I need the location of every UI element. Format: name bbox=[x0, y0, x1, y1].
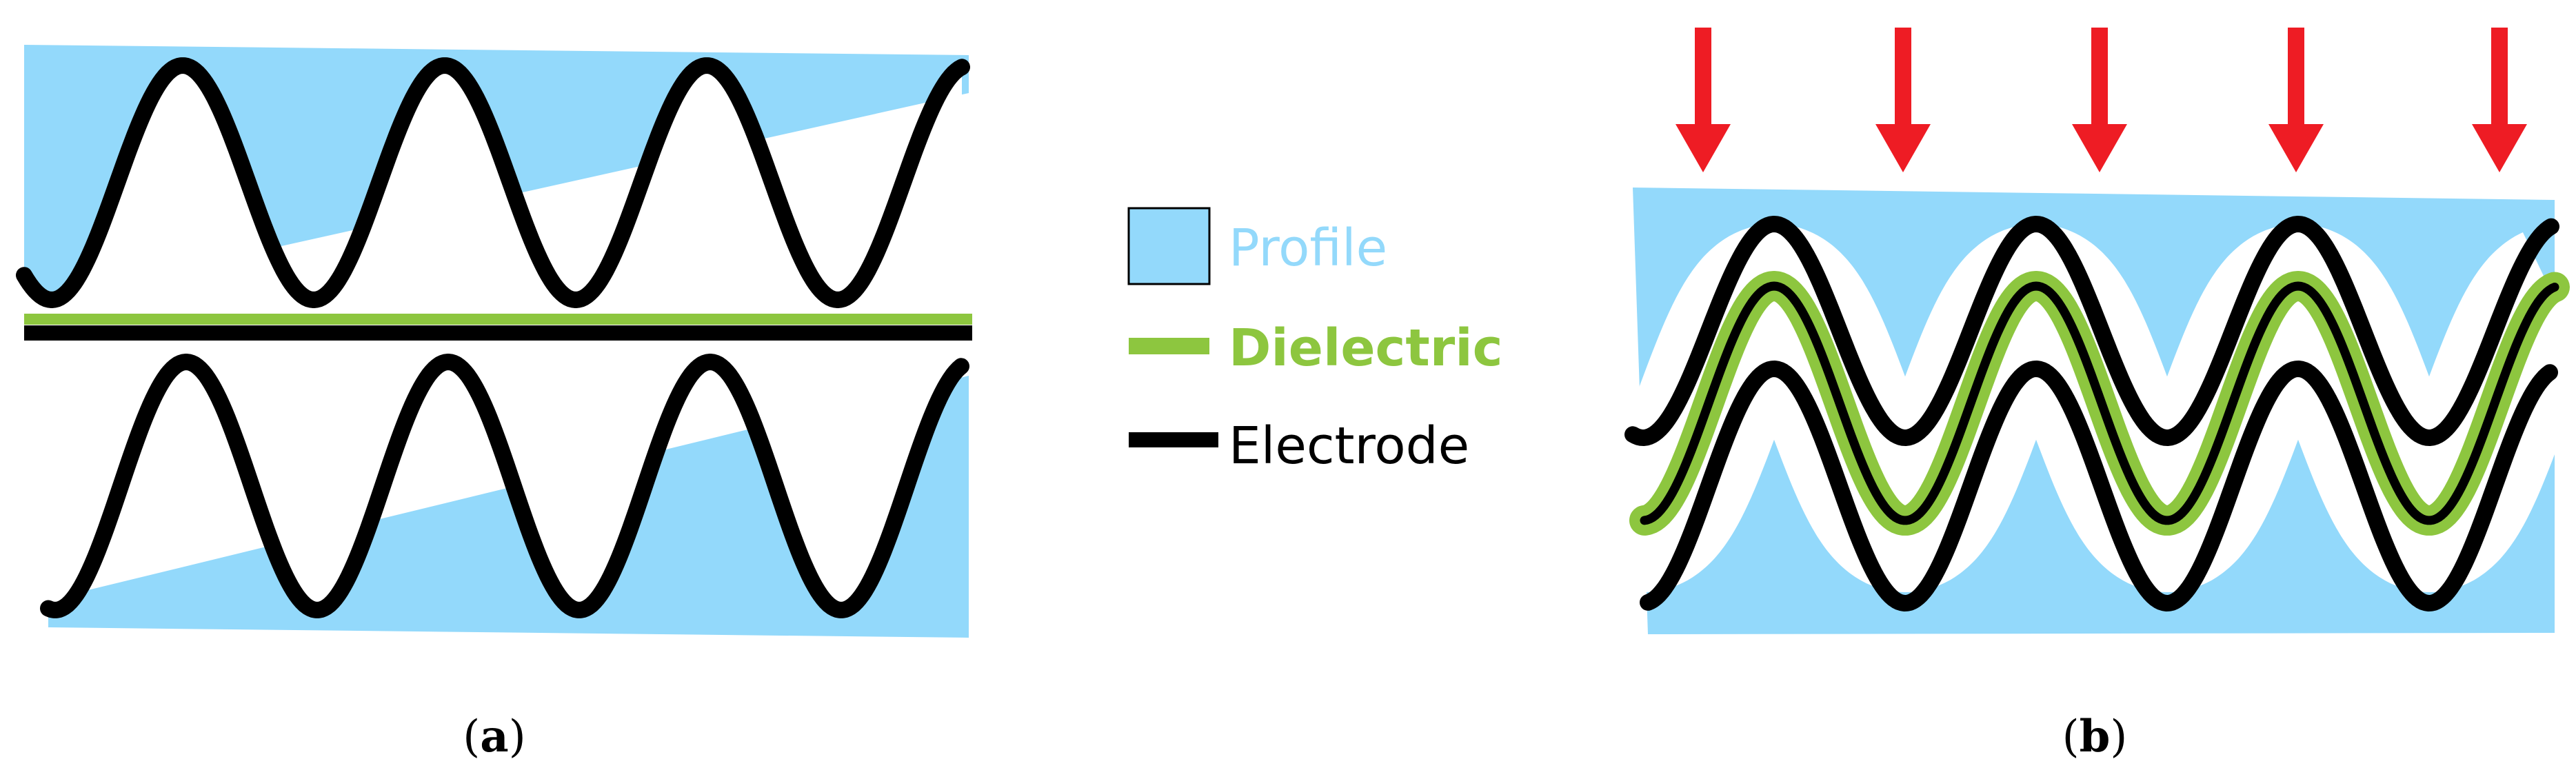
electrode-swatch-icon bbox=[1129, 432, 1218, 447]
panel-b-lower-electrode-wave bbox=[1640, 361, 2558, 611]
down-arrow-icon bbox=[2072, 28, 2127, 172]
dielectric-swatch-icon bbox=[1129, 338, 1209, 354]
panel-b: (b) bbox=[1563, 28, 2576, 762]
legend-item-profile: Profile bbox=[1127, 207, 1387, 285]
middle-electrode-layer bbox=[24, 325, 972, 341]
legend-label-profile: Profile bbox=[1229, 219, 1387, 278]
middle-dielectric-layer bbox=[24, 314, 972, 325]
panel-a: (a) bbox=[16, 45, 972, 762]
legend: Profile Dielectric Electrode bbox=[1127, 207, 1503, 476]
upper-profile-white-region bbox=[24, 65, 962, 309]
legend-item-electrode: Electrode bbox=[1129, 416, 1469, 476]
profile-swatch-icon bbox=[1127, 207, 1211, 285]
upper-electrode-wave bbox=[16, 57, 970, 308]
legend-label-electrode: Electrode bbox=[1229, 416, 1469, 476]
down-arrow-icon bbox=[1875, 28, 1931, 172]
legend-label-dielectric: Dielectric bbox=[1229, 318, 1503, 378]
panel-b-caption: (b) bbox=[2062, 711, 2128, 762]
panel-b-middle-electrode-wave bbox=[1640, 281, 2559, 525]
lower-electrode-wave bbox=[40, 354, 969, 618]
down-arrow-icon bbox=[1676, 28, 1731, 172]
panel-a-caption: (a) bbox=[463, 711, 525, 762]
panel-b-upper-electrode-wave bbox=[1624, 216, 2559, 446]
panel-a-middle-layers bbox=[24, 314, 972, 341]
down-arrow-icon bbox=[2472, 28, 2527, 172]
panel-a-upper-profile bbox=[16, 45, 970, 309]
legend-item-dielectric: Dielectric bbox=[1129, 318, 1503, 378]
down-arrow-icon bbox=[2268, 28, 2324, 172]
panel-a-lower-profile bbox=[40, 348, 969, 638]
force-arrows bbox=[1676, 28, 2527, 172]
